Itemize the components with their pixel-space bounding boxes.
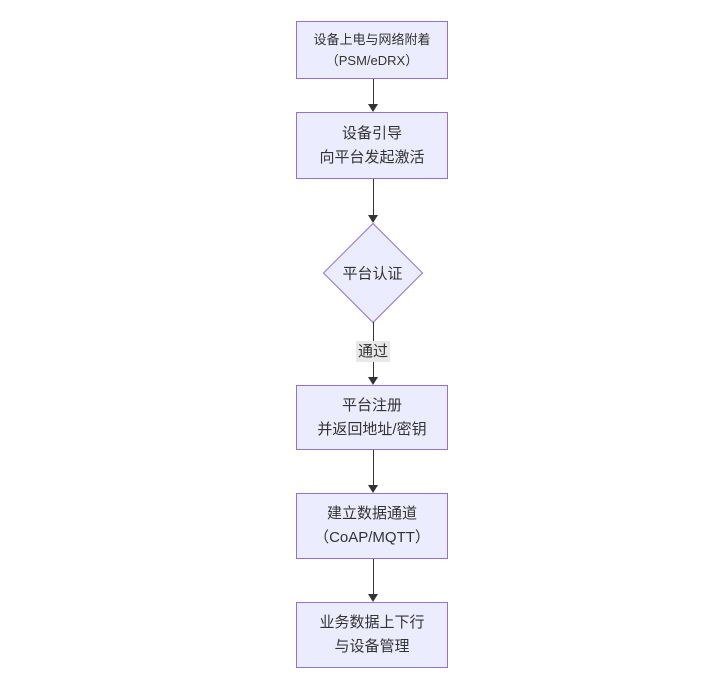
arrowhead-down-icon — [368, 215, 378, 223]
arrowhead-down-icon — [368, 377, 378, 385]
edge-label-pass: 通过 — [355, 341, 391, 362]
edge-channel-to-business — [363, 559, 383, 602]
edge-line — [372, 450, 374, 487]
node-business-data-line2: 与设备管理 — [334, 638, 410, 655]
edge-bootstrap-to-auth — [363, 179, 383, 223]
node-business-data-line1: 业务数据上下行 — [319, 614, 425, 631]
node-power-attach-line1: 设备上电与网络附着 — [313, 32, 431, 47]
node-platform-register-line2: 并返回地址/密钥 — [317, 420, 427, 438]
node-power-attach: 设备上电与网络附着 （PSM/eDRX） — [296, 21, 448, 79]
edge-power-to-bootstrap — [363, 79, 383, 112]
edge-register-to-channel — [363, 450, 383, 493]
node-platform-register-line1: 平台注册 — [341, 396, 402, 414]
node-bootstrap-line1: 设备引导 — [341, 124, 402, 142]
node-power-attach-line2: （PSM/eDRX） — [325, 53, 419, 68]
node-data-channel-line2: （CoAP/MQTT） — [314, 529, 430, 546]
edge-auth-to-register: 通过 — [355, 322, 391, 385]
node-data-channel: 建立数据通道 （CoAP/MQTT） — [296, 493, 448, 559]
node-bootstrap: 设备引导 向平台发起激活 — [296, 112, 448, 179]
node-bootstrap-line2: 向平台发起激活 — [319, 148, 425, 166]
edge-line — [372, 179, 374, 217]
node-platform-auth: 平台认证 — [322, 222, 423, 323]
edge-line — [372, 79, 374, 106]
arrowhead-down-icon — [368, 485, 378, 493]
node-business-data: 业务数据上下行 与设备管理 — [296, 602, 448, 668]
node-platform-auth-label: 平台认证 — [342, 265, 403, 282]
arrowhead-down-icon — [368, 104, 378, 112]
node-platform-register: 平台注册 并返回地址/密钥 — [296, 385, 448, 450]
node-data-channel-line1: 建立数据通道 — [326, 505, 417, 522]
arrowhead-down-icon — [368, 594, 378, 602]
edge-line — [372, 559, 374, 596]
